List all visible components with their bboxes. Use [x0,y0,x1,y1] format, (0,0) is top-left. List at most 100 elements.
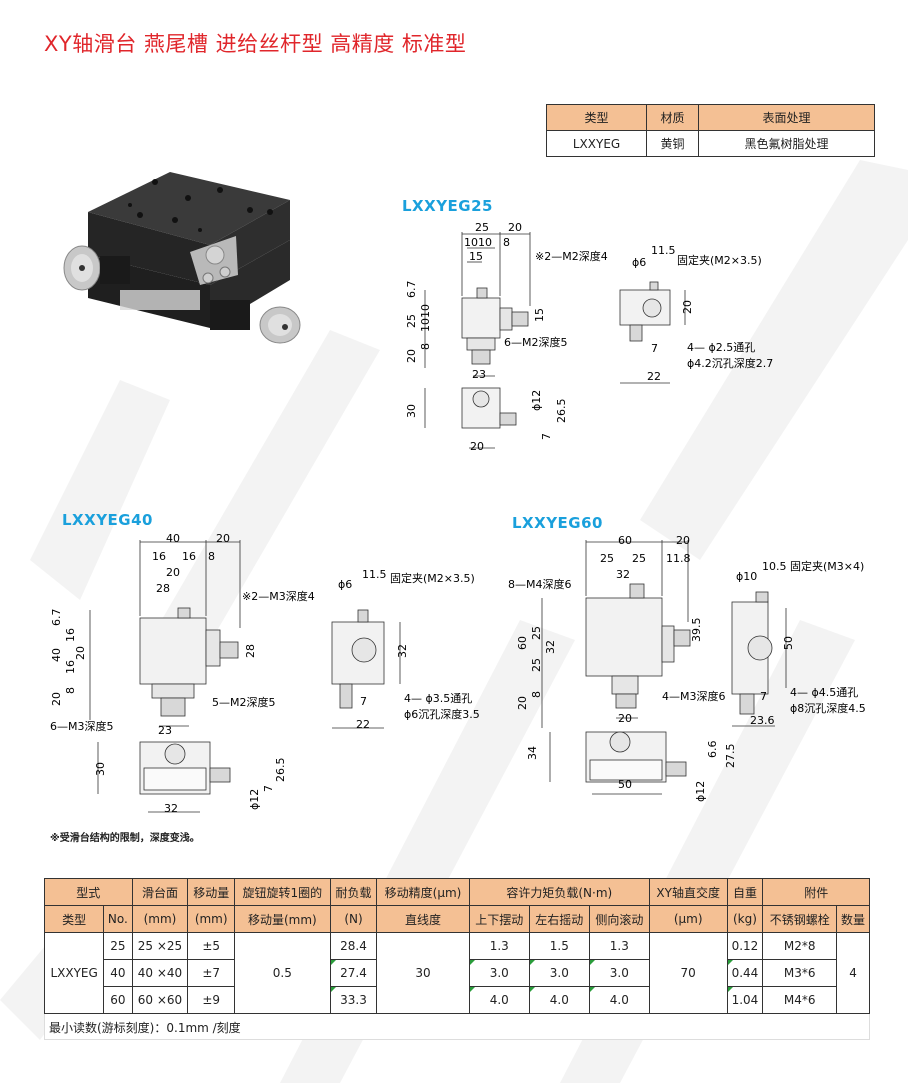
min-reading-note: 最小读数(游标刻度)：0.1mm /刻度 [44,1014,870,1040]
callout-60-m4: 8—M4深度6 [508,577,572,591]
svg-text:ϕ6沉孔深度3.5: ϕ6沉孔深度3.5 [404,707,480,721]
surface-cell: 60 ×60 [131,986,189,1014]
surface-cell: 40 ×40 [131,959,189,987]
header-qty: 数量 [836,905,870,933]
product-photo [63,172,301,344]
svg-text:23: 23 [158,724,172,737]
no-cell: 40 [103,959,133,987]
svg-text:50: 50 [782,636,795,650]
svg-text:20: 20 [618,712,632,725]
svg-text:20: 20 [676,534,690,547]
roll-cell: 1.3 [588,932,650,960]
header-weight: 自重 [726,878,764,906]
load-cell: 27.4 [329,959,378,987]
svg-text:6.6: 6.6 [706,741,719,759]
svg-text:25: 25 [405,314,418,328]
svg-text:60: 60 [516,636,529,650]
pitch-cell: 4.0 [468,986,530,1014]
bolt-cell: M3*6 [762,959,838,987]
svg-text:6.7: 6.7 [50,609,63,627]
surface-cell: 25 ×25 [131,932,189,960]
header-model: 型式 [44,878,133,906]
yaw-cell: 4.0 [528,986,590,1014]
svg-text:ϕ4.2沉孔深度2.7: ϕ4.2沉孔深度2.7 [687,356,773,370]
svg-text:25: 25 [600,552,614,565]
header-bolt: 不锈钢螺栓 [762,905,838,933]
footnote: ※受滑台结构的限制，深度变浅。 [50,833,200,844]
header-type: 类型 [43,905,105,933]
svg-text:26.5: 26.5 [274,758,287,783]
svg-text:32: 32 [164,802,178,815]
weight-cell: 1.04 [726,986,764,1014]
load-cell: 33.3 [329,986,378,1014]
travel-cell: ±5 [187,932,235,960]
header-orthogonality: XY轴直交度 [648,878,728,906]
material-header-material: 材质 [646,104,699,131]
svg-text:固定夹(M3×4): 固定夹(M3×4) [790,559,864,573]
weight-cell: 0.44 [726,959,764,987]
travel-cell: ±9 [187,986,235,1014]
roll-cell: 4.0 [588,986,650,1014]
table-row: LXXYEG 25 25 ×25 ±5 0.5 28.4 30 1.3 1.5 … [43,932,870,1014]
drawing-title-lxxyeg40: LXXYEG40 [62,511,153,529]
callout-40-m3: 6—M3深度5 [50,719,114,733]
callout-25-depth4: ※2—M2深度4 [535,249,608,263]
svg-text:28: 28 [156,582,170,595]
yaw-cell: 3.0 [528,959,590,987]
header-accuracy: 移动精度(μm) [376,878,470,906]
svg-text:32: 32 [616,568,630,581]
svg-text:7: 7 [651,342,658,355]
page-title: XY轴滑台 燕尾槽 进给丝杆型 高精度 标准型 [44,32,467,56]
svg-text:30: 30 [94,762,107,776]
header-feed: 旋钮旋转1圈的 [233,878,331,906]
svg-text:20: 20 [508,221,522,234]
svg-text:8: 8 [419,343,432,350]
bolt-cell: M4*6 [762,986,838,1014]
svg-text:20: 20 [405,349,418,363]
svg-text:11.5: 11.5 [651,244,676,257]
roll-cell: 3.0 [588,959,650,987]
material-table: 类型 材质 表面处理 LXXYEG 黄铜 黑色氟树脂处理 [545,104,876,157]
yaw-cell: 1.5 [528,932,590,960]
svg-text:39.5: 39.5 [690,618,703,643]
material-header-type: 类型 [545,104,648,131]
svg-text:20: 20 [166,566,180,579]
svg-text:22: 22 [356,718,370,731]
header-pitch: 上下摆动 [468,905,530,933]
svg-text:15: 15 [469,250,483,263]
svg-text:26.5: 26.5 [555,399,568,424]
no-cell: 25 [103,932,133,960]
header-load-unit: (N) [329,905,378,933]
svg-text:60: 60 [618,534,632,547]
svg-text:20: 20 [516,696,529,710]
svg-text:22: 22 [647,370,661,383]
straightness-cell: 30 [376,932,470,1014]
material-header-surface: 表面处理 [697,104,876,131]
svg-text:20: 20 [470,440,484,453]
spec-table-container: 型式 滑台面 移动量 旋钮旋转1圈的 耐负载 移动精度(μm) 容许力矩负载(N… [43,878,870,1040]
type-cell: LXXYEG [43,932,105,1014]
svg-text:固定夹(M2×3.5): 固定夹(M2×3.5) [390,571,475,585]
spec-table: 型式 滑台面 移动量 旋钮旋转1圈的 耐负载 移动精度(μm) 容许力矩负载(N… [43,878,870,1014]
header-yaw: 左右摇动 [528,905,590,933]
svg-text:23.6: 23.6 [750,714,775,727]
svg-text:11.5: 11.5 [362,568,387,581]
svg-text:7: 7 [540,433,553,440]
header-accessory: 附件 [762,878,870,906]
svg-text:ϕ12: ϕ12 [694,781,707,802]
svg-text:25: 25 [475,221,489,234]
svg-text:8: 8 [208,550,215,563]
svg-text:1010: 1010 [419,304,432,332]
callout-40-depth4: ※2—M3深度4 [242,589,315,603]
orthogonality-cell: 70 [648,932,728,1014]
feed-cell: 0.5 [233,932,331,1014]
svg-text:ϕ12: ϕ12 [248,789,261,810]
svg-text:27.5: 27.5 [724,744,737,769]
svg-text:4— ϕ4.5通孔: 4— ϕ4.5通孔 [790,686,858,699]
travel-cell: ±7 [187,959,235,987]
svg-text:16: 16 [64,628,77,642]
svg-text:25: 25 [632,552,646,565]
material-type-value: LXXYEG [545,130,648,157]
